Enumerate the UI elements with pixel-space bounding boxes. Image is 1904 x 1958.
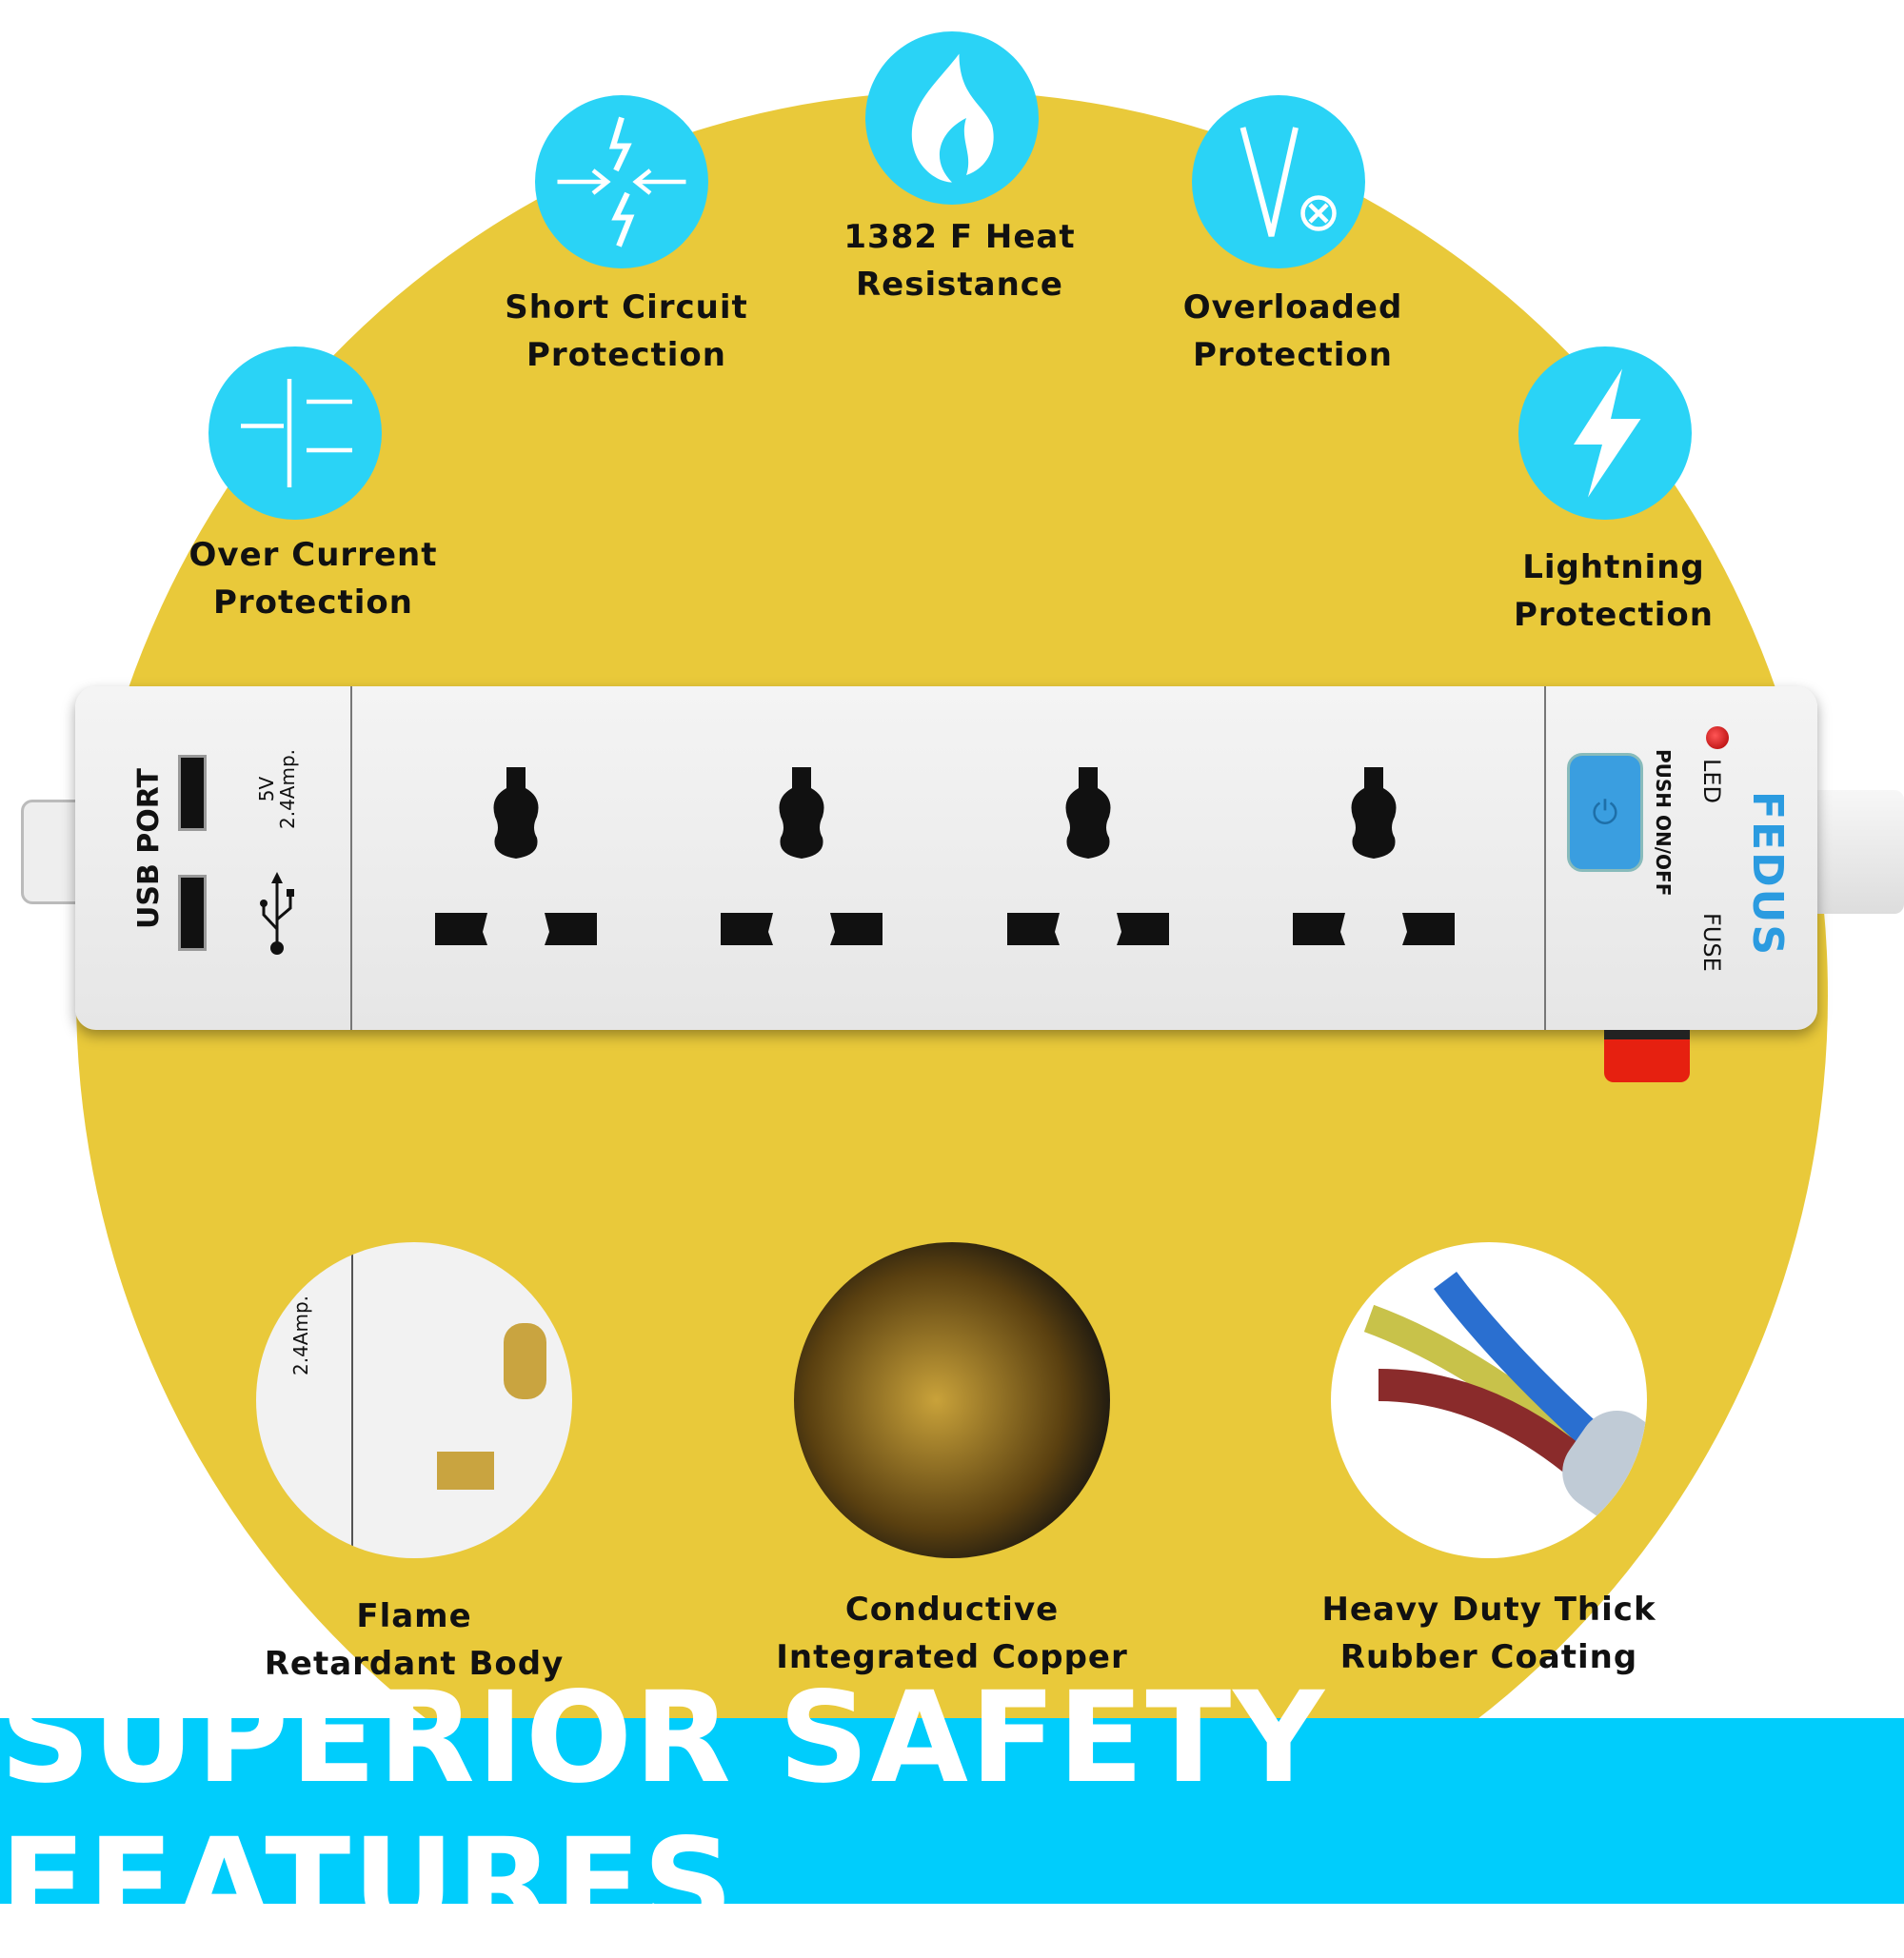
usb-port-1[interactable]: [178, 755, 207, 831]
power-switch-button[interactable]: ⏻: [1567, 753, 1643, 872]
divider: [350, 686, 352, 1030]
cable-wires-image: [1331, 1242, 1647, 1558]
fuse-label: FUSE: [1698, 913, 1725, 972]
led-indicator: [1706, 726, 1729, 749]
title-banner: SUPERIOR SAFETY FEATURES: [0, 1665, 1904, 1958]
lightning-icon: [1518, 346, 1692, 520]
usb-port-2[interactable]: [178, 875, 207, 951]
usb-port-label: USB PORT: [132, 768, 166, 929]
zoomed-rating-text: 2.4Amp.: [289, 1295, 312, 1375]
universal-socket-1[interactable]: [430, 762, 602, 953]
short-circuit-icon: [535, 95, 708, 268]
flame-icon: [865, 31, 1039, 205]
universal-socket-4[interactable]: [1288, 762, 1459, 953]
brand-logo: FEDUS: [1743, 791, 1792, 958]
power-cord: [1809, 790, 1904, 914]
led-label: LED: [1698, 759, 1725, 804]
capacitor-icon: [208, 346, 382, 520]
copper-contacts-image: [794, 1242, 1110, 1558]
banner-title: SUPERIOR SAFETY FEATURES: [0, 1664, 1326, 1958]
universal-socket-3[interactable]: [1002, 762, 1174, 953]
divider: [1544, 686, 1546, 1030]
usb-symbol-icon: [260, 872, 294, 955]
switch-label: PUSH ON/OFF: [1652, 749, 1675, 897]
fuse-cap[interactable]: [1604, 1030, 1690, 1082]
overload-icon: [1192, 95, 1365, 268]
flame-retardant-body-image: 2.4Amp.: [256, 1242, 572, 1558]
universal-socket-2[interactable]: [716, 762, 887, 953]
